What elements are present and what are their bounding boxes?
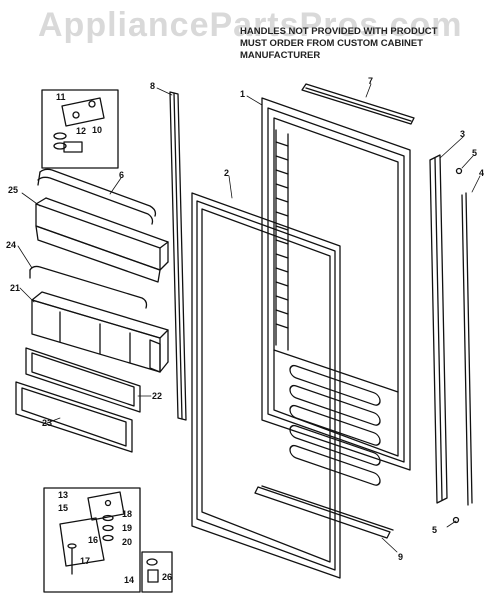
callout-16: 16 [88, 535, 99, 545]
callout-14: 14 [124, 575, 135, 585]
top-hinge-box [41, 89, 119, 169]
door-gasket [191, 192, 341, 579]
lower-rail [29, 265, 148, 309]
callout-11: 11 [56, 92, 66, 102]
left-hinge-strip [169, 91, 187, 421]
note-line-2: MUST ORDER FROM CUSTOM CABINET [240, 38, 423, 49]
callout-8: 8 [150, 81, 156, 91]
callout-9: 9 [398, 552, 404, 562]
callout-20: 20 [122, 537, 133, 547]
callout-7: 7 [368, 76, 374, 86]
callout-5-bottom: 5 [432, 525, 438, 535]
screw-bottom [452, 516, 460, 524]
screw-top [455, 167, 463, 175]
callout-13: 13 [58, 490, 69, 500]
callout-12: 12 [76, 126, 87, 136]
note-line-1: HANDLES NOT PROVIDED WITH PRODUCT [240, 26, 438, 37]
callout-6: 6 [119, 170, 125, 180]
small-hinge-box [141, 551, 173, 593]
bin-front-panel [15, 381, 133, 453]
door-outer-panel [261, 97, 411, 486]
note-line-3: MANUFACTURER [240, 50, 321, 61]
callout-21: 21 [10, 283, 21, 293]
callout-3: 3 [460, 129, 466, 139]
shelf-rail [37, 168, 157, 225]
bin-panel-insert [25, 347, 141, 413]
callout-18: 18 [122, 509, 133, 519]
callout-23: 23 [42, 418, 53, 428]
callout-19: 19 [122, 523, 133, 533]
top-trim [301, 83, 415, 125]
callout-17: 17 [80, 556, 91, 566]
callout-10: 10 [92, 125, 103, 135]
lower-door-bin [31, 291, 169, 373]
bottom-hinge-box [43, 487, 141, 593]
callout-25: 25 [8, 185, 19, 195]
callout-26: 26 [162, 572, 173, 582]
callout-2: 2 [224, 168, 230, 178]
callout-22: 22 [152, 391, 163, 401]
callout-1: 1 [240, 89, 246, 99]
side-rod [461, 192, 473, 506]
watermark: AppliancePartsPros.com [38, 6, 463, 44]
bottom-trim [254, 485, 394, 539]
callout-4: 4 [479, 168, 485, 178]
callout-15: 15 [58, 503, 69, 513]
callout-5-top: 5 [472, 148, 478, 158]
right-side-strip [429, 154, 448, 504]
callout-24: 24 [6, 240, 17, 250]
upper-door-bin [35, 197, 169, 283]
